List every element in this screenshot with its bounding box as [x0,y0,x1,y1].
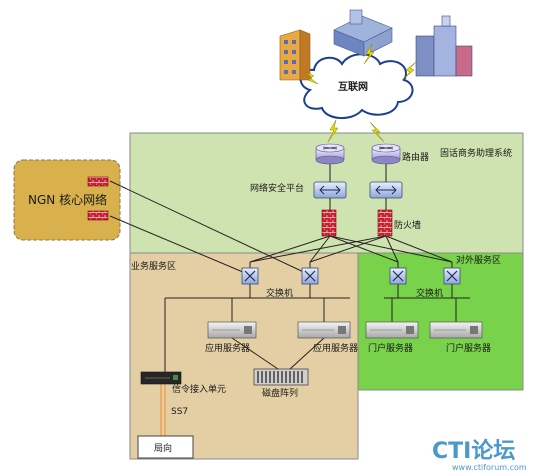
business-zone [129,252,359,460]
ngn-label: NGN 核心网络 [28,192,107,207]
internet-cloud: 互联网 [299,53,414,119]
disk-array-icon [253,368,309,386]
external-zone-label: 对外服务区 [456,254,501,266]
portal-server-label-2: 门户服务器 [446,342,491,354]
watermark-logo: CTI论坛 [432,438,515,464]
business-zone-label: 业务服务区 [131,260,176,272]
security-platform-icon-left [313,181,347,199]
app-server-icon-1 [207,321,257,339]
switch-icon-business-left [241,267,259,285]
watermark: CTI论坛 www.ctiforum.com [432,438,527,472]
portal-server-label-1: 门户服务器 [368,342,413,354]
switch-icon-external-left [389,267,407,285]
system-label: 固话商务助理系统 [440,147,512,159]
security-platform-label: 网络安全平台 [250,182,304,194]
connection-lines [109,163,470,372]
ngn-firewall-icon [87,176,109,221]
exchange-box [137,435,194,459]
firewall-icon-right [377,209,393,237]
signaling-unit-label: 信令接入单元 [172,383,226,395]
portal-server-icon-1 [365,321,419,339]
switch-icon-external-right [443,267,461,285]
building-icon-right [415,15,473,77]
exchange-label: 局向 [154,442,172,454]
app-server-label-2: 应用服务器 [313,342,358,354]
switch-icon-business-right [301,267,319,285]
disk-array-label: 磁盘阵列 [262,387,298,399]
router-icon-right [371,143,401,165]
app-server-label-1: 应用服务器 [205,342,250,354]
switch-label-business: 交换机 [266,287,293,299]
security-platform-icon-right [369,181,403,199]
switch-label-external: 交换机 [416,287,443,299]
ss7-link [160,384,166,436]
app-server-icon-2 [297,321,351,339]
internet-label: 互联网 [338,80,368,93]
external-zone [357,252,524,391]
watermark-url: www.ctiforum.com [452,463,527,472]
router-icon-left [315,143,345,165]
firewall-label: 防火墙 [394,219,421,231]
ss7-label: SS7 [171,407,188,417]
building-icon-left [279,29,311,81]
signaling-unit-icon [140,371,182,385]
building-icon-middle [333,9,393,57]
lightning-icons [305,43,417,143]
portal-server-icon-2 [429,321,483,339]
firewall-icon-left [321,209,337,237]
router-label: 路由器 [402,151,429,163]
